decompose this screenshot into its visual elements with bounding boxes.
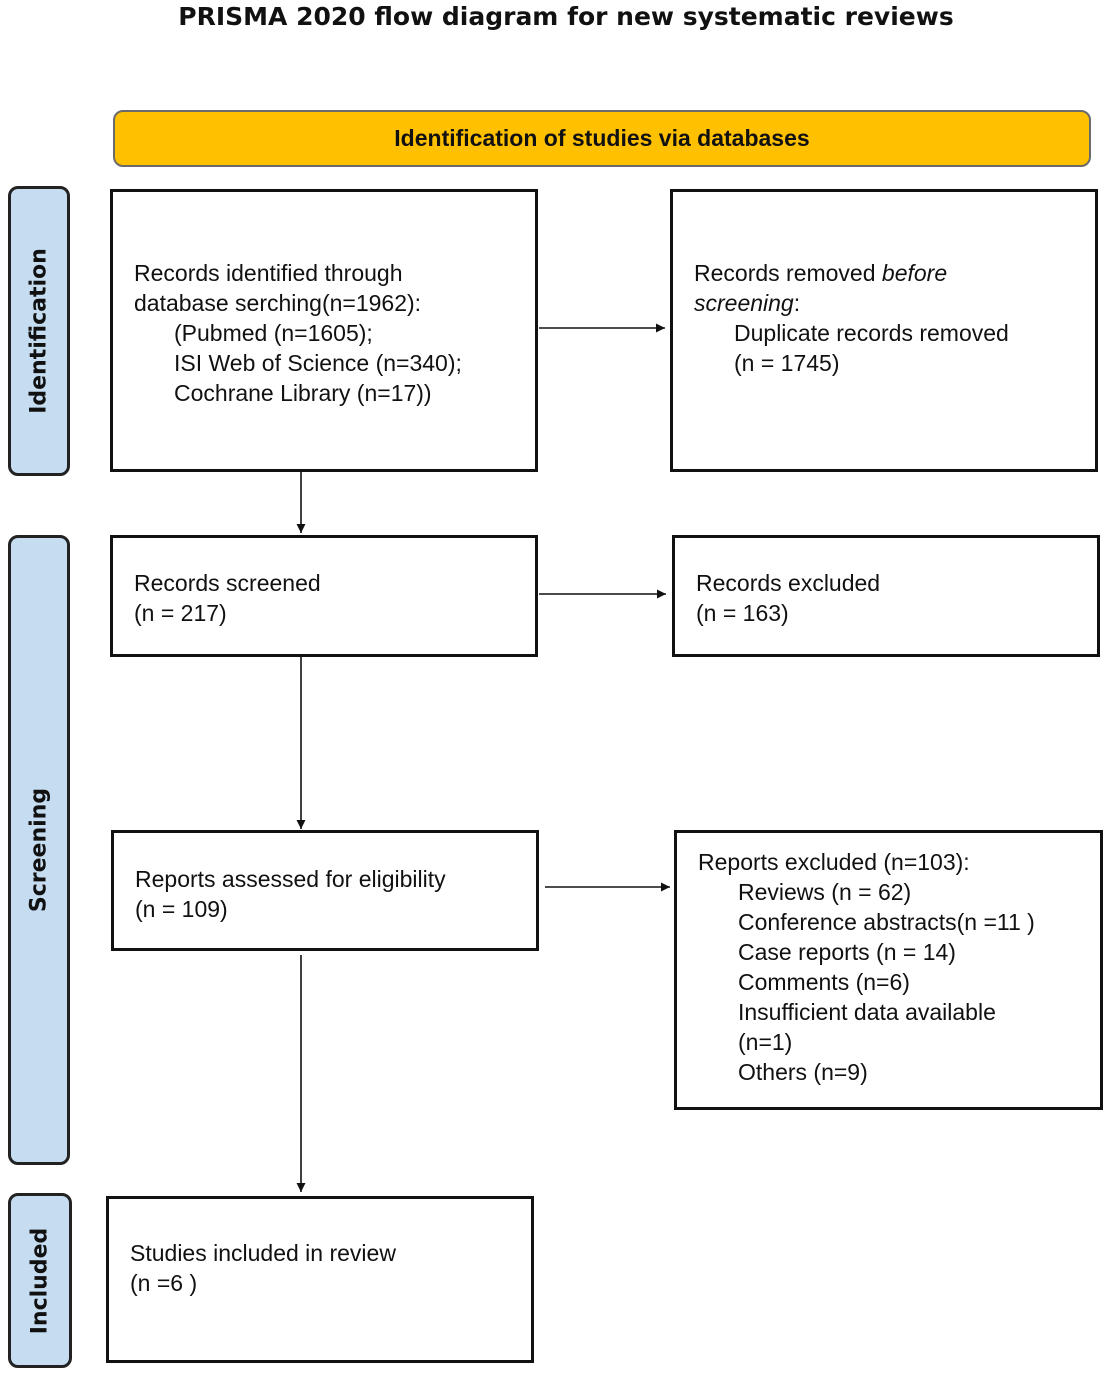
duplicate-records-label: Duplicate records removed	[734, 320, 1009, 346]
studies-included-count: (n =6 )	[130, 1270, 198, 1296]
records-screened-label: Records screened	[134, 570, 321, 596]
records-excluded-count: (n = 163)	[696, 600, 789, 626]
reports-assessed-label: Reports assessed for eligibility	[135, 866, 446, 892]
excluded-reason-case-reports: Case reports (n = 14)	[738, 939, 956, 965]
duplicate-records-count: (n = 1745)	[734, 350, 840, 376]
reports-assessed-count: (n = 109)	[135, 896, 228, 922]
source-pubmed: (Pubmed (n=1605);	[174, 320, 373, 346]
source-isi-web-of-science: ISI Web of Science (n=340);	[174, 350, 462, 376]
reports-excluded-label: Reports excluded (n=103):	[698, 849, 970, 875]
records-excluded-box: Records excluded (n = 163)	[672, 535, 1100, 657]
excluded-reason-comments: Comments (n=6)	[738, 969, 910, 995]
excluded-reason-reviews: Reviews (n = 62)	[738, 879, 912, 905]
identification-banner: Identification of studies via databases	[113, 110, 1091, 167]
stage-included: Included	[8, 1193, 72, 1368]
excluded-reason-others: Others (n=9)	[738, 1059, 868, 1085]
records-identified-line1: Records identified through	[134, 260, 403, 286]
studies-included-label: Studies included in review	[130, 1240, 396, 1266]
banner-label: Identification of studies via databases	[394, 125, 810, 151]
studies-included-box: Studies included in review (n =6 )	[106, 1196, 534, 1363]
records-removed-heading: Records removed before	[694, 260, 948, 286]
stage-screening: Screening	[8, 535, 70, 1165]
excluded-reason-insufficient-data: Insufficient data available	[738, 999, 996, 1025]
diagram-title: PRISMA 2020 flow diagram for new systema…	[178, 2, 954, 31]
records-identified-box: Records identified through database serc…	[110, 189, 538, 472]
records-removed-heading-cont: screening:	[694, 290, 801, 316]
source-cochrane-library: Cochrane Library (n=17))	[174, 380, 432, 406]
records-excluded-label: Records excluded	[696, 570, 881, 596]
reports-assessed-box: Reports assessed for eligibility (n = 10…	[111, 830, 539, 951]
excluded-reason-insufficient-data-count: (n=1)	[738, 1029, 793, 1055]
stage-identification: Identification	[8, 186, 70, 476]
reports-excluded-box: Reports excluded (n=103): Reviews (n = 6…	[674, 830, 1103, 1110]
excluded-reason-conference-abstracts: Conference abstracts(n =11 )	[738, 909, 1035, 935]
records-screened-box: Records screened (n = 217)	[110, 535, 538, 657]
records-removed-box: Records removed before screening: Duplic…	[670, 189, 1098, 472]
records-identified-line2: database serching(n=1962):	[134, 290, 422, 316]
records-screened-count: (n = 217)	[134, 600, 227, 626]
